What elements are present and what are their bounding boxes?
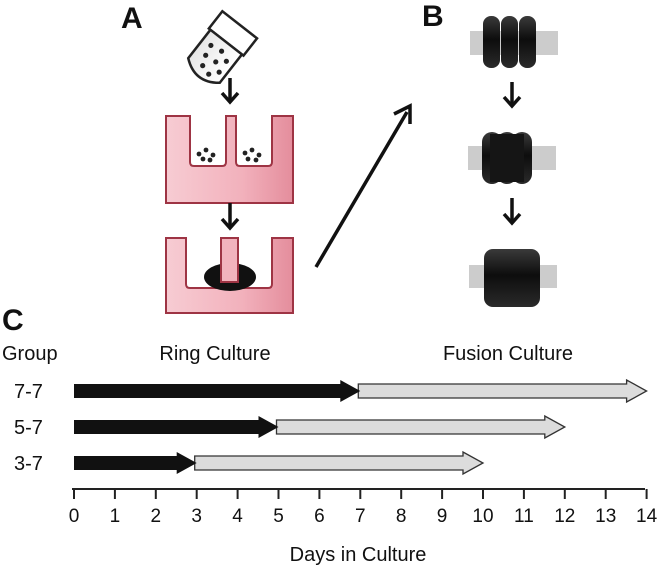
timeline-row: 3-7 xyxy=(14,450,485,476)
x-tick-label: 8 xyxy=(396,506,407,527)
timeline-row: 7-7 xyxy=(14,378,648,404)
panel-b-label: B xyxy=(422,0,444,33)
x-tick-label: 1 xyxy=(110,506,121,527)
x-tick-label: 6 xyxy=(314,506,325,527)
fusion-culture-label: Fusion Culture xyxy=(443,343,573,365)
x-tick-label: 0 xyxy=(69,506,80,527)
ring-stack-fusing-icon xyxy=(468,132,556,184)
timeline-rows: 7-7 5-7 3-7 xyxy=(14,378,648,476)
ring-culture-bar xyxy=(74,380,361,402)
x-tick-label: 9 xyxy=(437,506,448,527)
days-axis-title: Days in Culture xyxy=(290,544,427,566)
group-column-header: Group xyxy=(2,343,58,365)
x-tick-label: 11 xyxy=(514,506,534,527)
group-label: 7-7 xyxy=(14,381,43,403)
panel-a-label: A xyxy=(121,2,143,35)
arrow-down-icon xyxy=(220,203,240,231)
diagonal-arrow-icon xyxy=(314,103,412,268)
fused-tube-icon xyxy=(469,249,557,307)
x-tick-label: 12 xyxy=(554,506,575,527)
fusion-culture-bar xyxy=(194,450,485,476)
panel-c-label: C xyxy=(2,304,24,337)
group-label: 5-7 xyxy=(14,417,43,439)
x-tick-label: 14 xyxy=(636,506,658,527)
x-tick-label: 10 xyxy=(472,506,493,527)
x-tick-label: 3 xyxy=(191,506,202,527)
seeded-mold-icon xyxy=(165,115,294,204)
timeline-row: 5-7 xyxy=(14,414,567,440)
x-tick-label: 5 xyxy=(273,506,284,527)
group-label: 3-7 xyxy=(14,453,43,475)
arrow-down-icon xyxy=(220,78,240,105)
ring-culture-bar xyxy=(74,452,197,474)
ring-stack-separate-icon xyxy=(470,16,558,68)
tissue-ring-mold-icon xyxy=(165,237,294,314)
ring-culture-bar xyxy=(74,416,279,438)
fusion-culture-bar xyxy=(275,414,567,440)
cell-suspension-tube-icon xyxy=(186,9,259,85)
x-tick-label: 4 xyxy=(232,506,243,527)
fusion-culture-bar xyxy=(357,378,648,404)
x-tick-label: 13 xyxy=(595,506,616,527)
x-tick-label: 2 xyxy=(151,506,162,527)
ring-culture-label: Ring Culture xyxy=(159,343,270,365)
x-tick-label: 7 xyxy=(355,506,366,527)
arrow-down-icon xyxy=(502,198,522,226)
arrow-down-icon xyxy=(502,82,522,109)
